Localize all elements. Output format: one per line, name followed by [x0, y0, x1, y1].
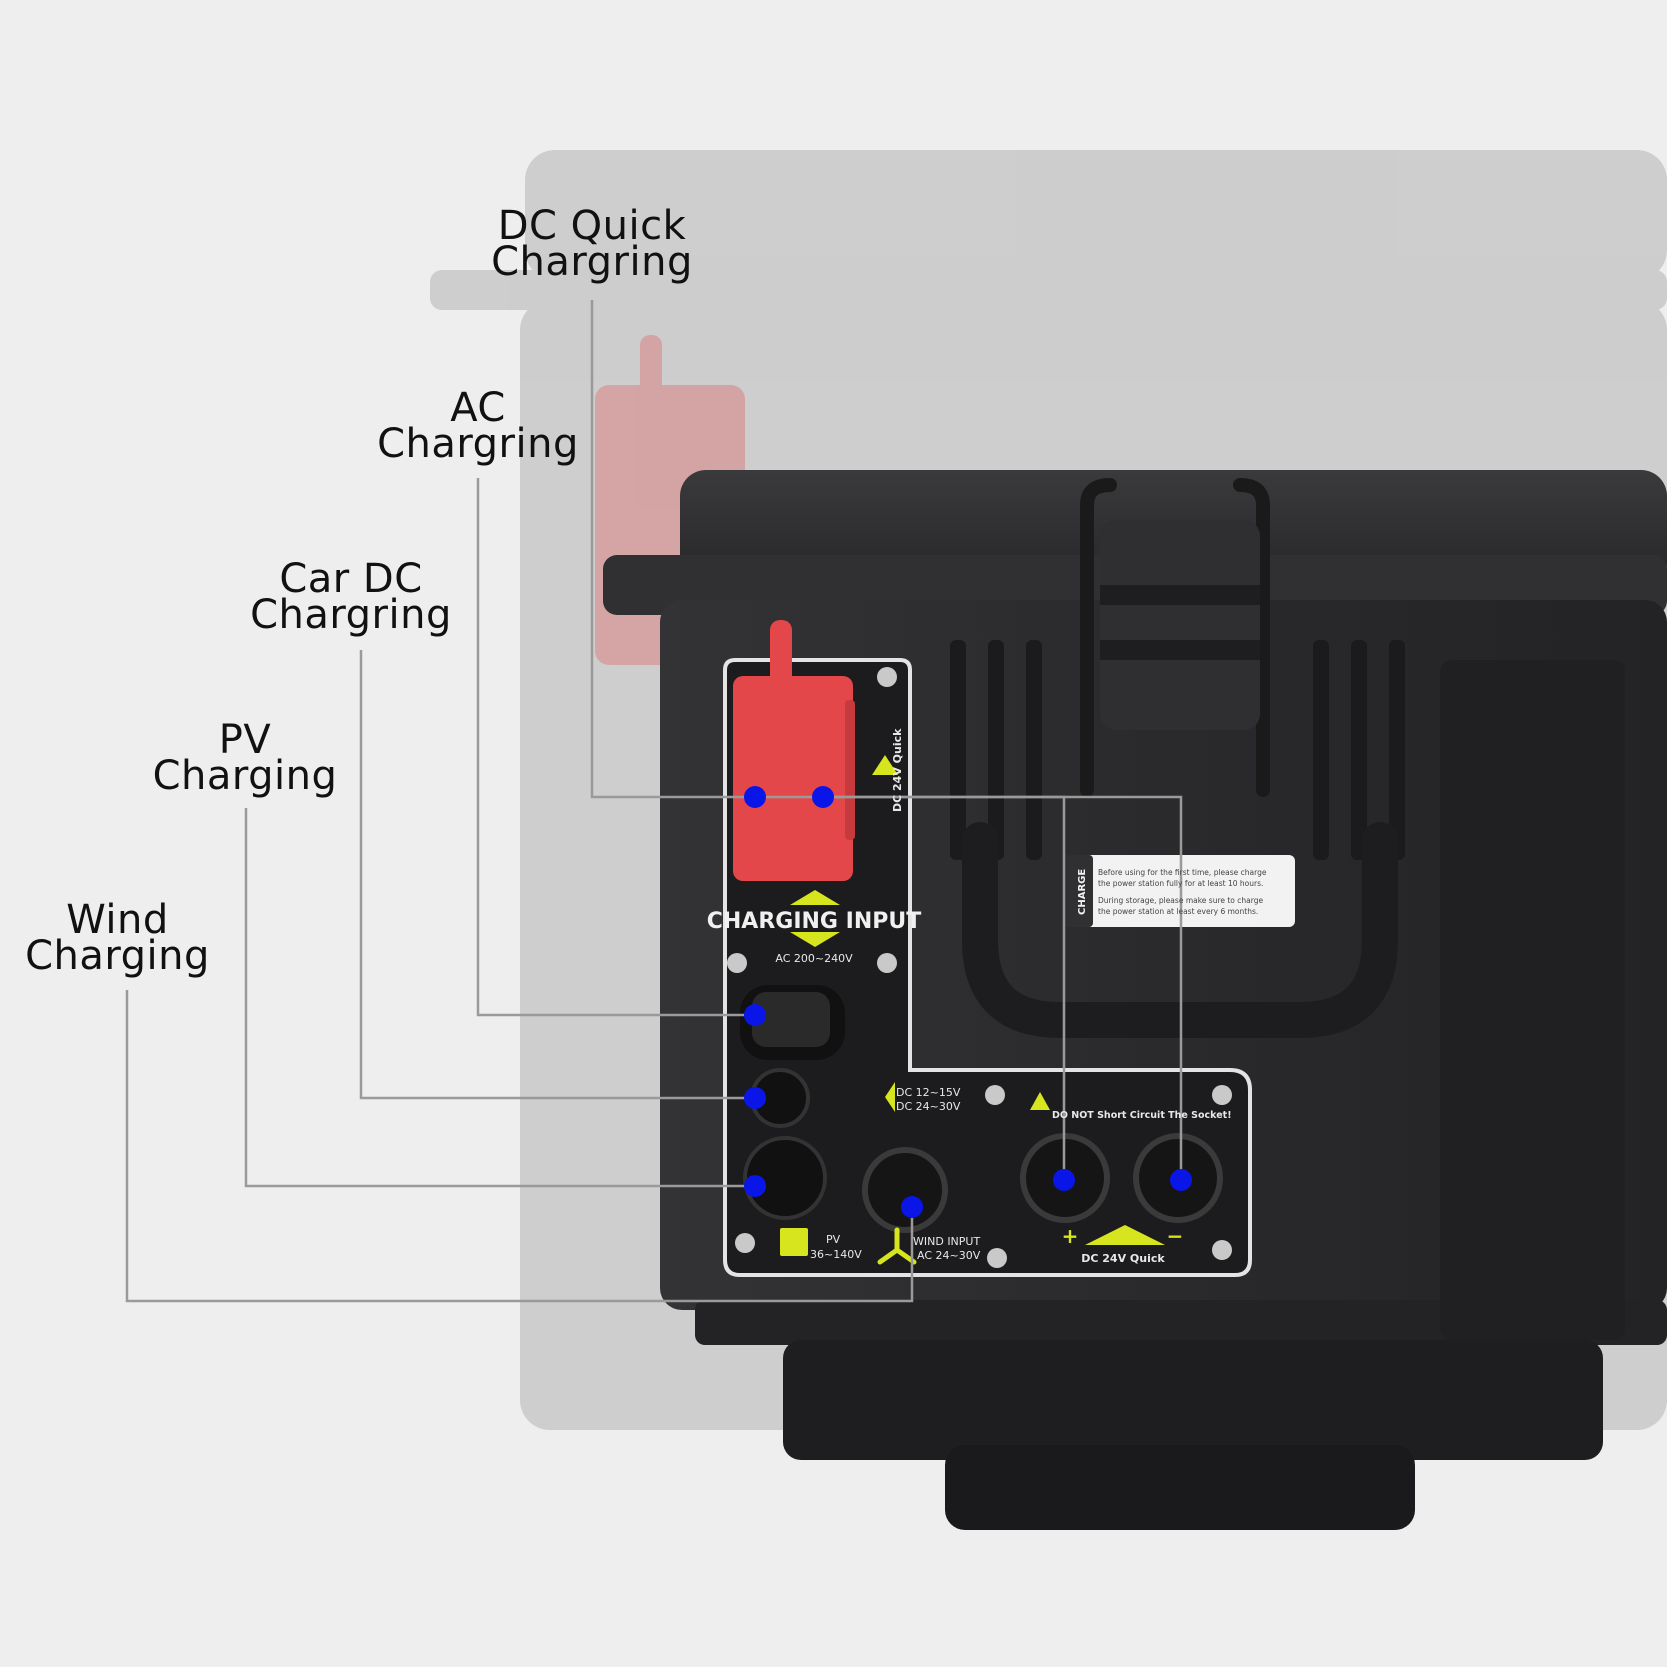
ac-port — [740, 985, 845, 1060]
port-panel — [723, 658, 1252, 1277]
callout-dc-quick-line1: DC Quick — [497, 203, 687, 249]
ac-range-label: AC 200~240V — [775, 952, 853, 965]
leader-lines — [125, 300, 1183, 1303]
callout-dc-quick: DC Quick Chargring — [472, 203, 712, 285]
marker-dot-wind — [901, 1196, 923, 1218]
callout-ac-line1: AC — [450, 385, 506, 431]
wind-range-label: AC 24~30V — [917, 1249, 981, 1262]
marker-dot-dc-quick-2 — [812, 786, 834, 808]
pv-port — [743, 1136, 827, 1220]
marker-dot-pv — [744, 1175, 766, 1197]
charging-input-label: CHARGING INPUT — [707, 909, 922, 934]
sticker-line-3: During storage, please make sure to char… — [1098, 896, 1263, 905]
callout-wind-line2: Charging — [25, 933, 210, 979]
pv-grid-icon — [780, 1228, 808, 1256]
car-dc-label-1: DC 12~15V — [896, 1086, 961, 1099]
callout-pv-line2: Charging — [152, 753, 338, 799]
panel-screws — [727, 667, 1232, 1268]
marker-dot-ac — [744, 1004, 766, 1026]
panel-arrows — [790, 755, 1165, 1245]
callout-pv: PV Charging — [125, 717, 365, 799]
callout-dc-quick-line2: Chargring — [491, 239, 693, 285]
callout-wind-line1: Wind — [66, 897, 169, 943]
marker-dot-dc-quick-1 — [744, 786, 766, 808]
dc-quick-bottom-label: DC 24V Quick — [1081, 1252, 1165, 1265]
plus-label: + — [1062, 1224, 1079, 1248]
callout-car-dc-line2: Chargring — [250, 592, 452, 638]
latch-hinge — [1100, 520, 1260, 730]
wind-port — [862, 1147, 948, 1233]
callout-car-dc: Car DC Chargring — [231, 556, 471, 638]
wind-input-label: WIND INPUT — [913, 1235, 980, 1248]
sticker-line-4: the power station at least every 6 month… — [1098, 907, 1258, 916]
car-dc-label-2: DC 24~30V — [896, 1100, 961, 1113]
sticker-line-1: Before using for the first time, please … — [1098, 868, 1267, 877]
marker-dots — [744, 786, 1192, 1218]
warning-label: DO NOT Short Circuit The Socket! — [1052, 1110, 1232, 1121]
callout-car-dc-line1: Car DC — [279, 556, 423, 602]
marker-dot-dc-negative — [1170, 1169, 1192, 1191]
callout-ac: AC Chargring — [358, 385, 598, 467]
minus-label: − — [1167, 1224, 1184, 1248]
callout-ac-line2: Chargring — [377, 421, 579, 467]
dc-quick-vertical-label: DC 24V Quick — [891, 728, 904, 812]
callout-wind: Wind Charging — [0, 897, 235, 979]
red-quick-cap — [733, 620, 855, 881]
callout-pv-line1: PV — [218, 717, 272, 763]
side-latches — [950, 640, 1405, 860]
marker-dot-car-dc — [744, 1087, 766, 1109]
sticker-line-2: the power station fully for at least 10 … — [1098, 879, 1263, 888]
pv-range-label: 36~140V — [810, 1248, 862, 1261]
latch-handle — [1080, 478, 1270, 797]
pv-label: PV — [826, 1233, 841, 1246]
sticker-side-label: CHARGE — [1077, 869, 1088, 915]
marker-dot-dc-positive — [1053, 1169, 1075, 1191]
